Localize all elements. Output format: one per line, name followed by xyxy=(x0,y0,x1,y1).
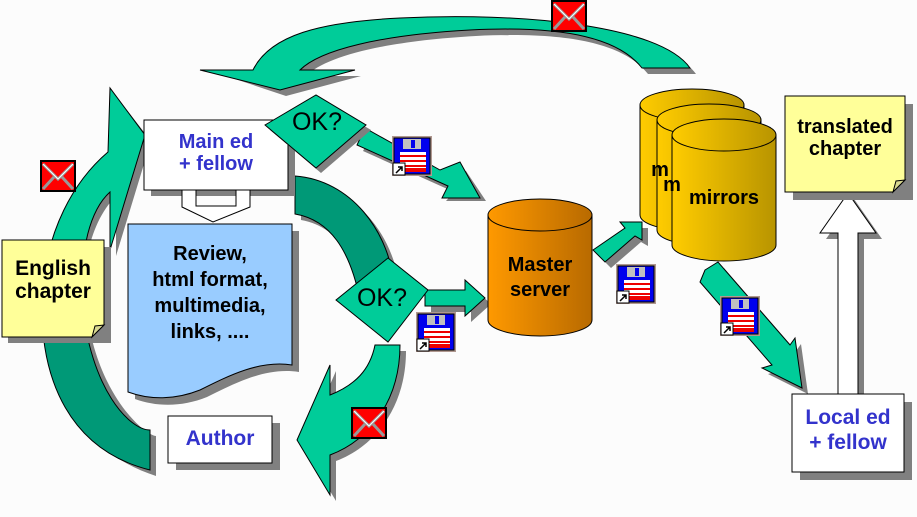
mirror-back-label: m xyxy=(651,159,669,181)
english-chapter-note xyxy=(1,239,111,343)
mirror-back-label: m xyxy=(663,174,681,196)
translated-chapter-note xyxy=(784,95,913,200)
envelope-icon xyxy=(39,159,77,193)
review-label: Review, html format, multimedia, links, … xyxy=(152,243,268,343)
ok-mid-to-master-arrow xyxy=(424,278,491,322)
mirrors-cylinders xyxy=(639,88,777,262)
master-server-label: Master server xyxy=(507,254,573,301)
ok-mid-label: OK? xyxy=(356,284,408,312)
author-label: Author xyxy=(185,427,255,450)
envelope-icon xyxy=(550,0,588,33)
review-document xyxy=(127,223,299,405)
ok-mid-diamond xyxy=(335,257,429,343)
main-ed-box xyxy=(143,119,295,223)
local-ed-label: Local ed + fellow xyxy=(805,406,891,455)
main-ed-label: Main ed + fellow xyxy=(178,131,254,175)
author-box xyxy=(167,415,280,470)
floppy-disk-icon xyxy=(415,311,457,353)
english-chapter-label: English chapter xyxy=(15,257,91,303)
local-to-translated-arrow xyxy=(819,192,882,401)
floppy-disk-icon xyxy=(391,135,433,177)
local-ed-box xyxy=(791,393,912,480)
top-return-arrow xyxy=(199,16,696,96)
mirrors-label: mirrors xyxy=(688,187,760,209)
envelope-icon xyxy=(350,406,388,440)
master-server-cylinder xyxy=(487,198,593,337)
floppy-disk-icon xyxy=(719,295,761,337)
floppy-disk-icon xyxy=(615,263,657,305)
ok-top-label: OK? xyxy=(291,108,343,136)
master-to-mirrors-arrow xyxy=(592,221,648,268)
ok-top-diamond xyxy=(264,94,371,173)
translated-chapter-label: translated chapter xyxy=(797,116,893,160)
